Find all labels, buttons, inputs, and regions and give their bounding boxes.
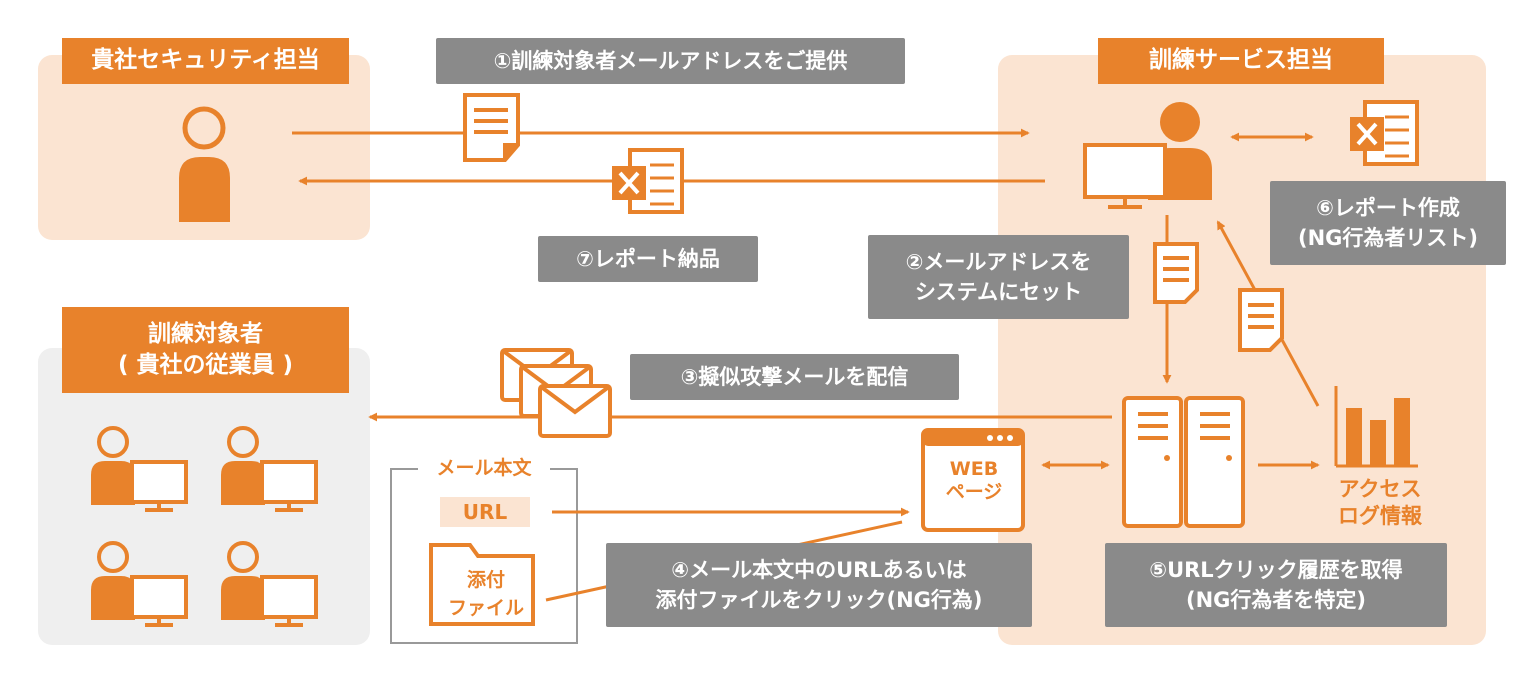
step4-line2: 添付ファイルをクリック(NG行為) [655, 588, 983, 612]
step3-box: ③擬似攻撃メールを配信 [630, 354, 959, 400]
step6-box: ⑥レポート作成 (NG行為者リスト) [1270, 181, 1506, 265]
step2-box: ②メールアドレスを システムにセット [868, 235, 1129, 319]
document-icon [463, 93, 520, 162]
mail-url: URL [440, 497, 530, 527]
step7-box: ⑦レポート納品 [538, 236, 758, 282]
document-icon-step2 [1153, 242, 1199, 304]
step5-line2: (NG行為者を特定) [1185, 588, 1366, 612]
service-person-icon [1083, 102, 1212, 209]
server-icon [1122, 396, 1245, 528]
client-person-icon [179, 106, 230, 222]
trainee-1 [91, 426, 188, 512]
folder-icon [429, 543, 535, 626]
step6-line2: (NG行為者リスト) [1297, 226, 1478, 250]
bar-chart-icon [1334, 386, 1418, 468]
step5-line1: ⑤URLクリック履歴を取得 [1149, 557, 1403, 582]
trainee-4 [221, 541, 318, 627]
access-log-label: アクセス ログ情報 [1310, 476, 1450, 531]
trainee-title-line1: 訓練対象者 [148, 320, 263, 347]
report-excel-icon [1350, 100, 1419, 166]
access-log-line1: アクセス [1338, 477, 1422, 501]
excel-icon [612, 148, 684, 214]
step2-line1: ②メールアドレスを [905, 249, 1092, 274]
mail-body-title: メール本文 [418, 456, 550, 480]
trainee-computer-icons [91, 426, 318, 627]
trainee-2 [221, 426, 318, 512]
document-icon-step6 [1238, 288, 1284, 352]
web-page-label: WEB ページ [927, 458, 1021, 504]
client-security-title: 貴社セキュリティ担当 [62, 38, 349, 84]
step4-box: ④メール本文中のURLあるいは 添付ファイルをクリック(NG行為) [606, 543, 1032, 627]
attachment-line2: ファイル [447, 597, 524, 619]
training-service-title: 訓練サービス担当 [1098, 38, 1384, 84]
step2-line2: システムにセット [914, 280, 1083, 304]
access-log-line2: ログ情報 [1338, 504, 1422, 529]
mail-envelopes-icon [500, 348, 612, 438]
step6-line1: ⑥レポート作成 [1316, 195, 1460, 220]
step5-box: ⑤URLクリック履歴を取得 (NG行為者を特定) [1105, 543, 1447, 627]
web-page-icon [921, 428, 1025, 532]
trainee-title-line2: ( 貴社の従業員 ) [117, 352, 294, 378]
mail-attachment-label: 添付 ファイル [436, 566, 536, 622]
step4-line1: ④メール本文中のURLあるいは [671, 557, 967, 582]
trainee-3 [91, 541, 188, 627]
web-line1: WEB [949, 458, 999, 480]
trainee-title: 訓練対象者 ( 貴社の従業員 ) [62, 307, 349, 393]
step1-box: ①訓練対象者メールアドレスをご提供 [436, 38, 905, 84]
web-line2: ページ [945, 481, 1003, 503]
attachment-line1: 添付 [466, 569, 505, 591]
